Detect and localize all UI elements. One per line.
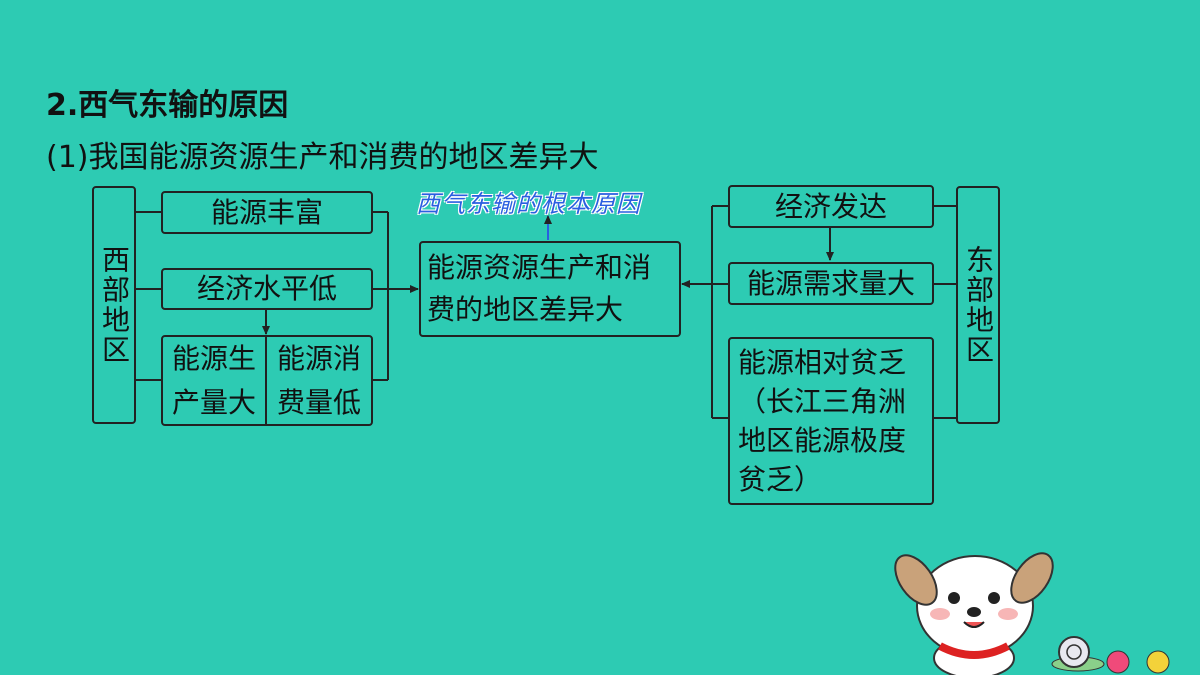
east-demand-box: 能源需求量大 [728, 262, 934, 305]
east-economy-box: 经济发达 [728, 185, 934, 228]
page-subtitle: (1)我国能源资源生产和消费的地区差异大 [46, 140, 599, 175]
center-annotation: 西气东输的根本原因 [416, 190, 641, 218]
cartoon-dog-icon [894, 552, 1170, 675]
snail-icon [1051, 636, 1105, 672]
west-production-cell: 能源生产量大 [163, 337, 267, 424]
west-region-label: 西部地区 [92, 186, 136, 424]
west-rich-box: 能源丰富 [161, 191, 373, 234]
west-production-consumption-box: 能源生产量大 能源消费量低 [161, 335, 373, 426]
page-title: 2.西气东输的原因 [46, 88, 289, 123]
west-consumption-cell: 能源消费量低 [276, 341, 361, 419]
east-region-label: 东部地区 [956, 186, 1000, 424]
flower-icon [1106, 650, 1170, 674]
west-economy-box: 经济水平低 [161, 268, 373, 310]
east-shortage-box: 能源相对贫乏（长江三角洲地区能源极度贫乏） [728, 337, 934, 505]
center-box: 能源资源生产和消费的地区差异大 [419, 241, 681, 337]
